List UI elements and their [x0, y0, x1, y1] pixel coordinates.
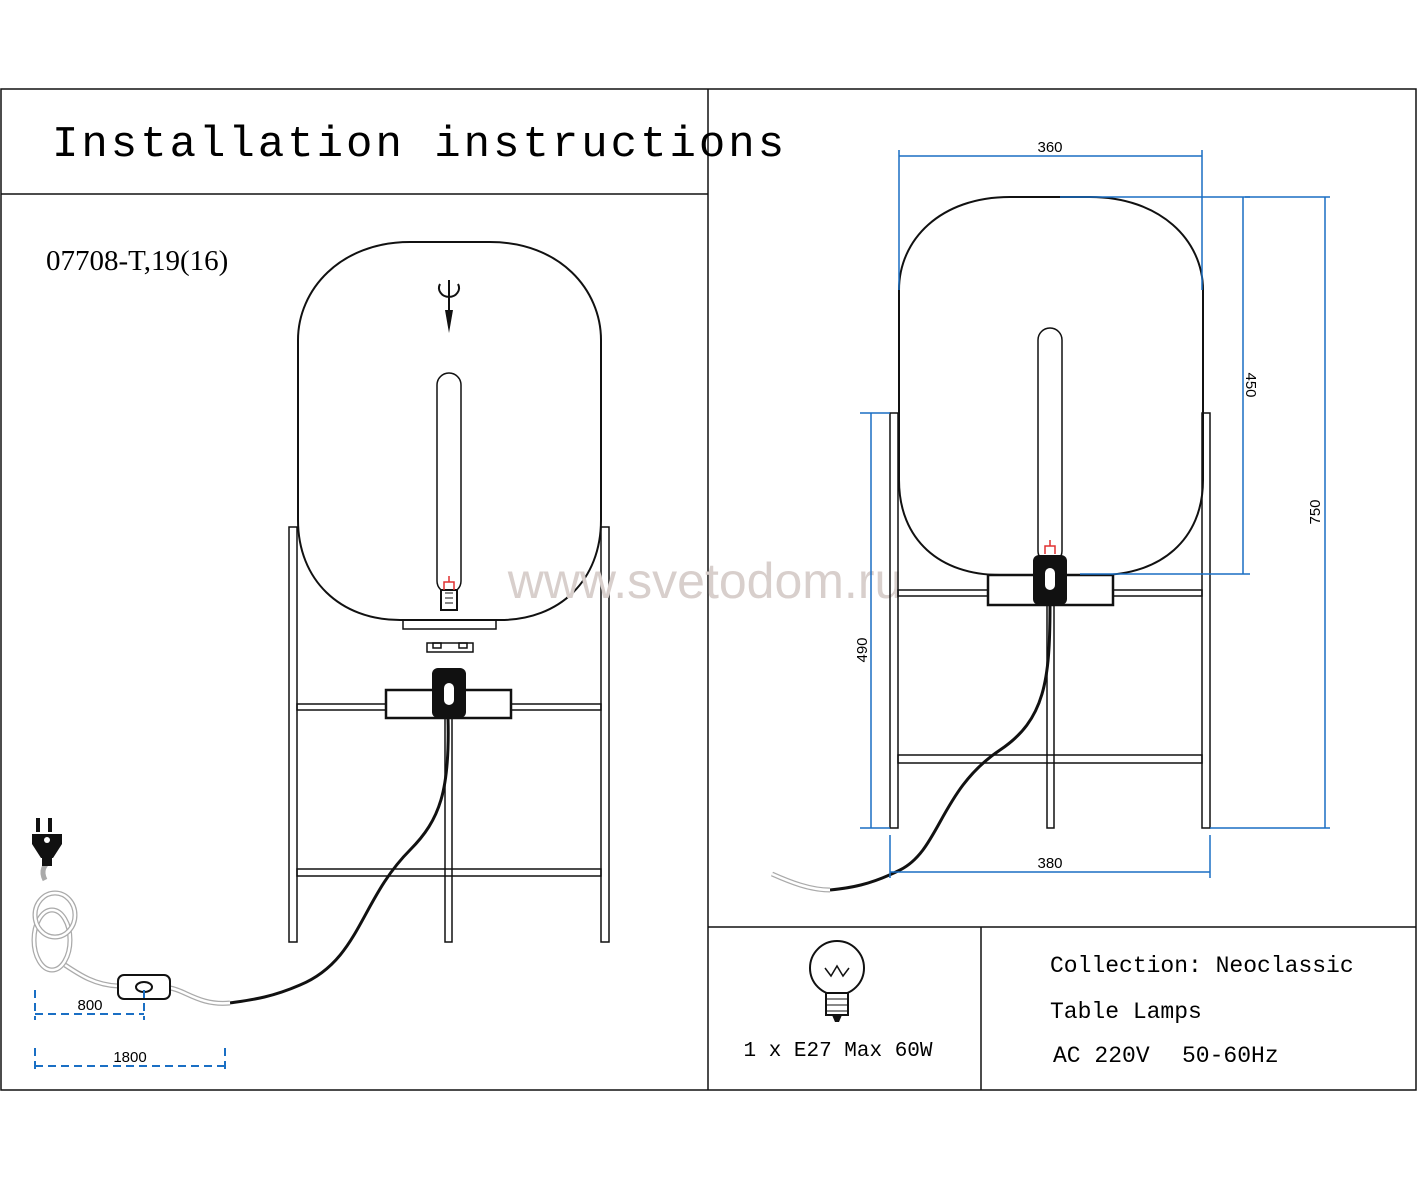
voltage: AC 220V [1053, 1043, 1150, 1069]
shade-height-dimension: 450 [1242, 372, 1259, 397]
inline-switch [117, 974, 171, 1000]
bulb-icon [809, 940, 865, 1022]
shade-ring [426, 642, 474, 653]
cord-length-to-switch: 800 [77, 997, 102, 1014]
collection-label: Collection: Neoclassic [1050, 953, 1354, 979]
plug-icon [32, 818, 62, 866]
watermark: www.svetodom.ru [507, 553, 903, 609]
frequency: 50-60Hz [1182, 1043, 1279, 1069]
frame-width-dimension: 380 [1037, 855, 1062, 872]
cord-coil [31, 858, 78, 973]
product-type: Table Lamps [1050, 999, 1202, 1025]
model-number: 07708-T,19(16) [46, 245, 228, 277]
shade-width-dimension: 360 [1037, 139, 1062, 156]
frame-height-dimension: 490 [854, 637, 871, 662]
power-cord [229, 717, 450, 1005]
tube-bulb [436, 372, 462, 594]
cord-dimensions: 800 1800 [34, 990, 226, 1071]
sheet-frame [0, 88, 1417, 1091]
cord-total-length: 1800 [113, 1049, 146, 1066]
glass-shade [297, 241, 602, 621]
rotate-arrow-icon [438, 280, 460, 333]
dimension-lines: 360 450 750 490 380 [854, 139, 1330, 878]
bulb-spec: 1 x E27 Max 60W [743, 1040, 932, 1063]
total-height-dimension: 750 [1307, 499, 1324, 524]
page-title: Installation instructions [52, 120, 787, 170]
lamp-assembly-drawing: 800 1800 [31, 241, 610, 1071]
lamp-dimension-drawing: 360 450 750 490 380 [770, 139, 1330, 893]
